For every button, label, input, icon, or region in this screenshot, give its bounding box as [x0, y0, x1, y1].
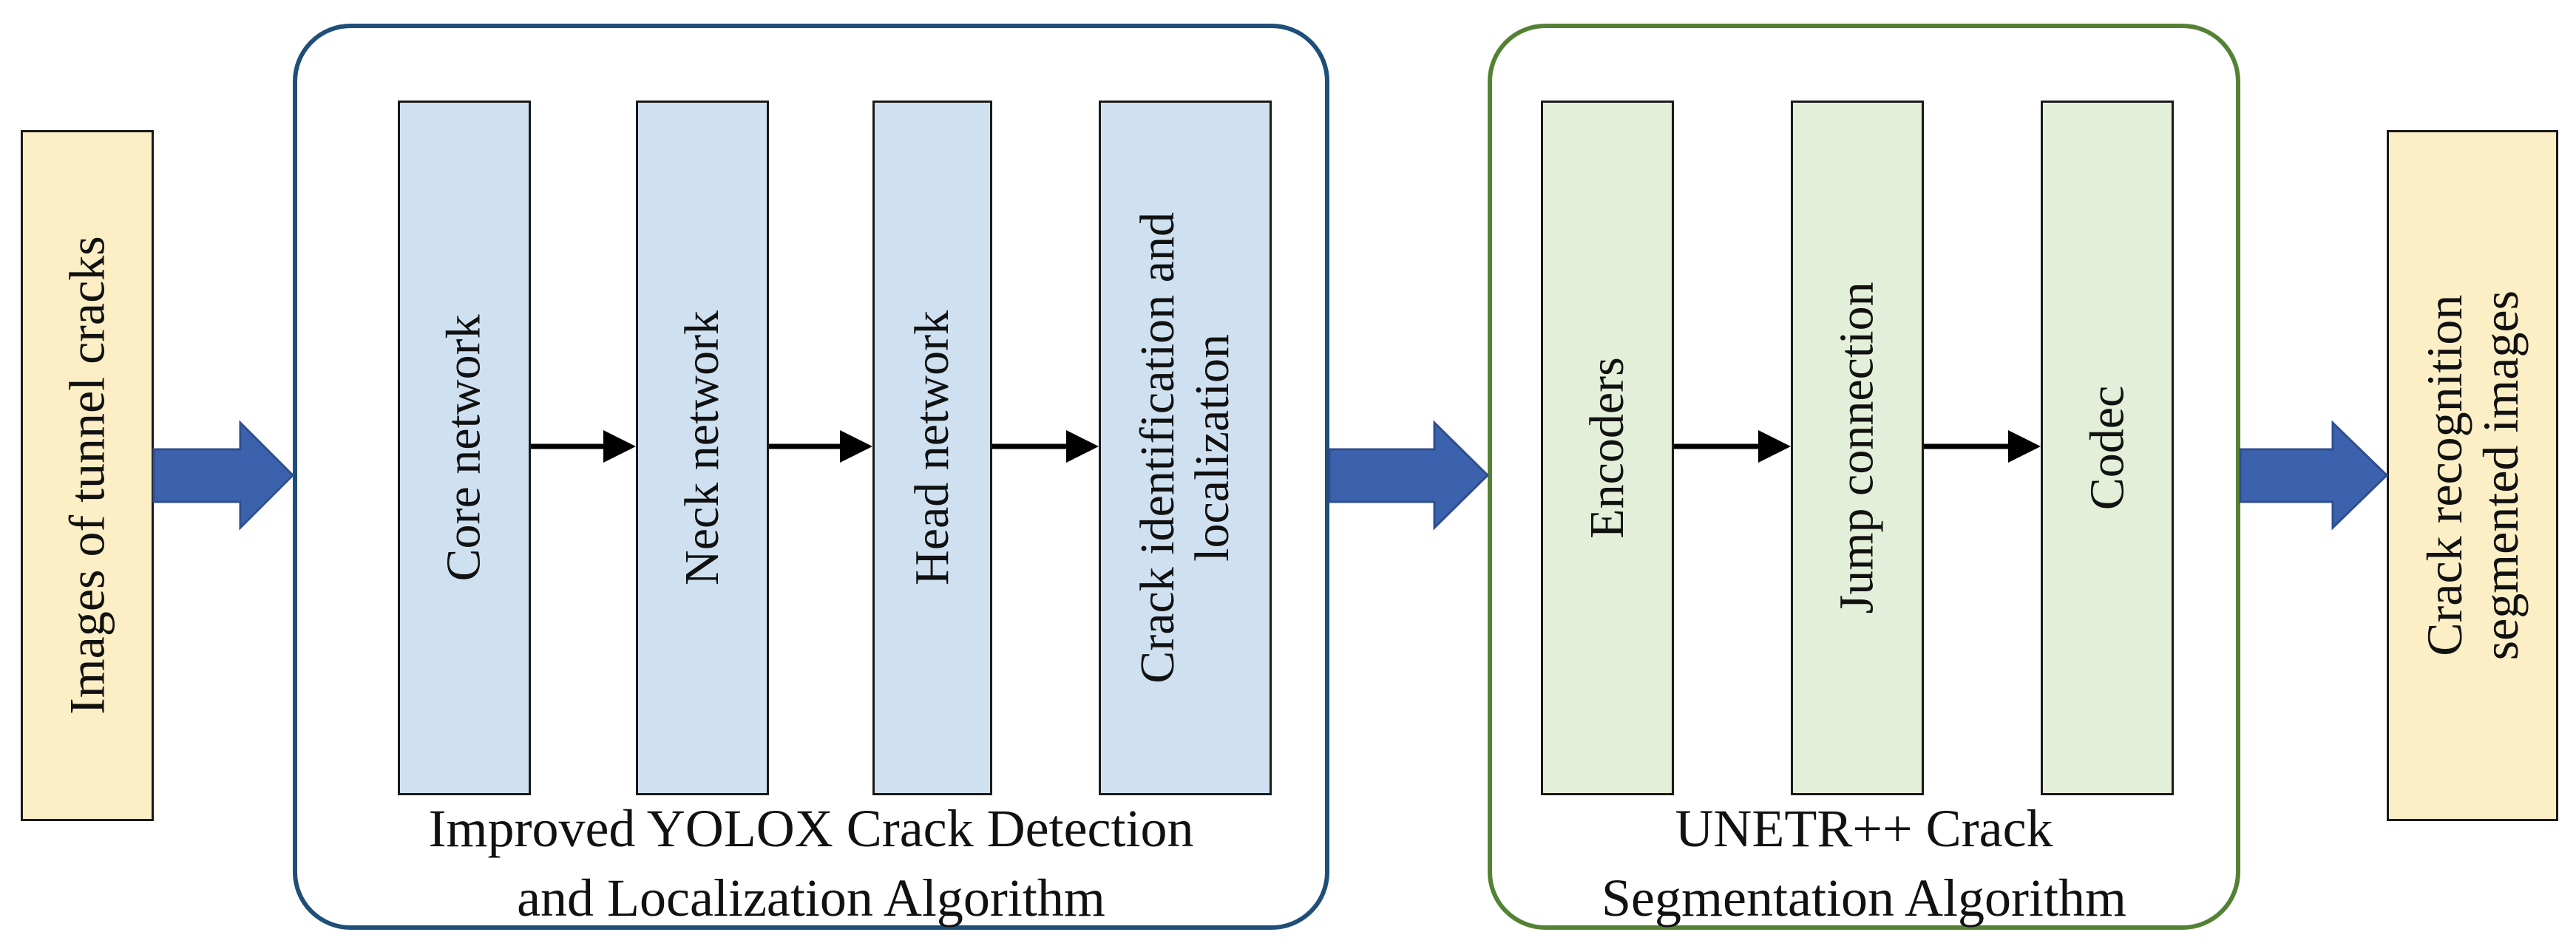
arrow-core-to-neck — [531, 430, 636, 463]
yolox-title-line-1: Improved YOLOX Crack Detection — [428, 799, 1194, 858]
input-images-box: Images of tunnel cracks — [21, 130, 154, 821]
yolox-title: Improved YOLOX Crack Detection and Local… — [293, 795, 1329, 933]
crack-identification-box: Crack identification and localization — [1099, 101, 1272, 795]
yolox-title-line-2: and Localization Algorithm — [517, 868, 1105, 928]
arrow-neck-to-head — [769, 430, 872, 463]
encoders-box: Encoders — [1541, 101, 1674, 795]
head-network-box: Head network — [872, 101, 992, 795]
arrow-jump-connection-to-codec — [1924, 430, 2041, 463]
big-arrow-yolox-to-unetr — [1328, 420, 1490, 531]
arrow-encoders-to-jump-connection — [1674, 430, 1791, 463]
neck-network-box: Neck network — [636, 101, 769, 795]
yolox-algorithm-container — [293, 24, 1329, 930]
codec-box: Codec — [2041, 101, 2174, 795]
unetr-algorithm-container — [1488, 24, 2240, 930]
big-arrow-input-to-yolox — [152, 420, 295, 531]
unetr-title: UNETR++ Crack Segmentation Algorithm — [1488, 795, 2240, 933]
jump-connection-box: Jump connection — [1791, 101, 1924, 795]
unetr-title-line-1: UNETR++ Crack — [1675, 799, 2053, 858]
arrow-head-to-crack-identification — [992, 430, 1099, 463]
big-arrow-unetr-to-output — [2239, 420, 2389, 531]
core-network-box: Core network — [398, 101, 531, 795]
unetr-title-line-2: Segmentation Algorithm — [1601, 868, 2126, 928]
